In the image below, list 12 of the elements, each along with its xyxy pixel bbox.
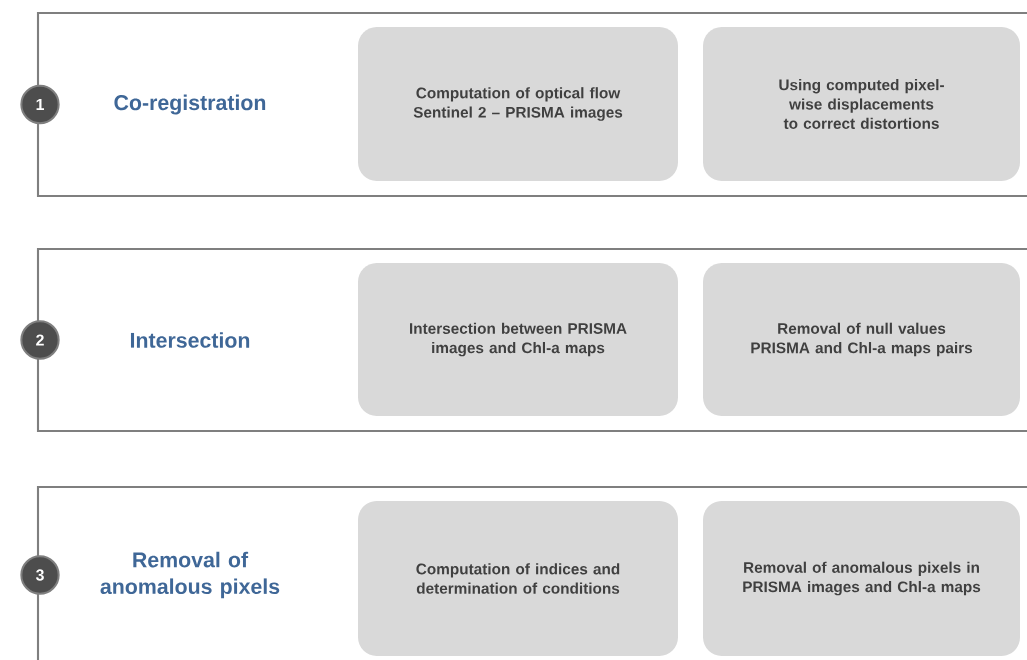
section-title: Intersection: [130, 332, 250, 348]
process-box: Computation of optical flow Sentinel 2 – PRISMA images: [358, 27, 678, 181]
section-title: Co-registration: [114, 94, 266, 115]
process-box: Using computed pixel-wise displacements to correct distortions: [703, 27, 1020, 181]
process-box: Intersection between PRISMA images and Chl-a maps: [358, 263, 678, 416]
step-number: 3: [20, 555, 60, 595]
process-box: Computation of indices and determination of conditions: [358, 501, 678, 656]
process-box: Removal of null values PRISMA and Chl-a maps pairs: [703, 263, 1020, 416]
process-box: Removal of anomalous pixels in PRISMA images and Chl-a maps: [703, 501, 1020, 656]
step-number: 1: [20, 84, 60, 125]
step-number: 2: [20, 320, 60, 360]
section-title: Removal of anomalous pixels: [100, 551, 280, 599]
